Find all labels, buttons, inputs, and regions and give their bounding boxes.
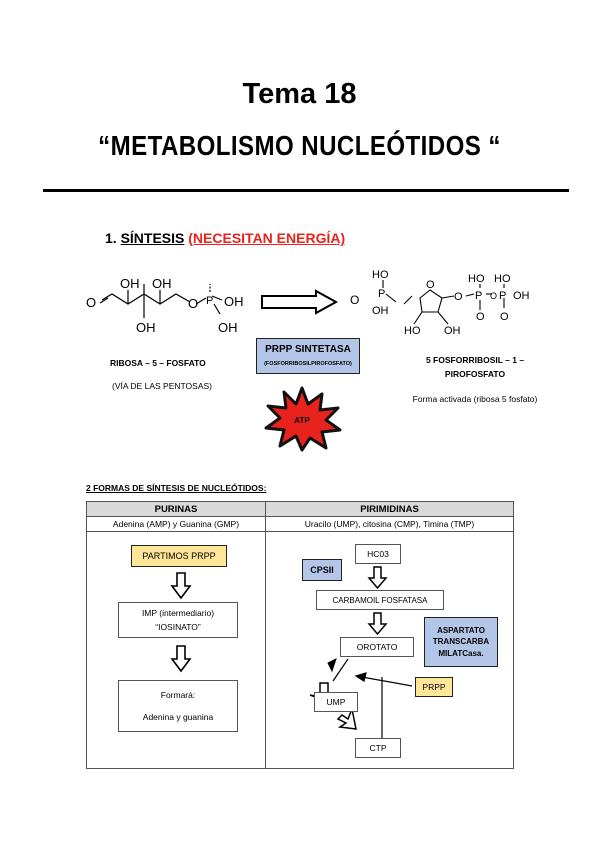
ump-box: UMP — [314, 692, 358, 712]
ribose-oh-atom-1: OH — [120, 276, 140, 291]
cpsii-box: CPSII — [302, 559, 342, 581]
prpp-o-atom-5: O — [490, 291, 497, 301]
formara-label: Formará: — [160, 690, 196, 700]
ribose-o-atom: O — [86, 295, 96, 310]
aspartato-label-1: ASPARTATO — [437, 626, 485, 636]
formara-box: Formará: Adenina y guanina — [118, 680, 238, 732]
aspartato-label-2: TRANSCARBA — [432, 637, 490, 647]
atp-starburst-icon: ATP — [264, 386, 342, 452]
ctp-box: CTP — [355, 738, 401, 758]
prpp-o-ring-atom: O — [426, 279, 435, 291]
prpp-o-atom-3: O — [476, 311, 485, 323]
section-1-note: (NECESITAN ENERGÍA) — [188, 230, 346, 246]
aspartato-label-3: MILATCasa. — [438, 648, 484, 658]
prpp-p-atom-3: P — [499, 290, 506, 302]
prpp-structure: P HO O OH O HO OH O HO P O HO P OH O O — [350, 269, 530, 337]
enzyme-name: PRPP SINTETASA — [265, 344, 351, 355]
prpp-ho-atom-1: HO — [372, 269, 389, 281]
prpp-o-atom-2: O — [454, 291, 463, 303]
carbamoil-box: CARBAMOIL FOSFATASA — [316, 590, 444, 610]
imp-box: IMP (intermediario) “IOSINATO” — [118, 602, 238, 638]
pirimidinas-subheader: Uracilo (UMP), citosina (CMP), Timina (T… — [265, 516, 514, 532]
table-header-row: PURINAS PIRIMIDINAS — [86, 501, 514, 517]
imp-label: IMP (intermediario) — [141, 608, 215, 618]
down-arrow-icon — [170, 645, 192, 673]
section-1-label: SÍNTESIS — [120, 230, 185, 246]
down-arrow-icon — [170, 572, 192, 600]
prpp-o-atom-4: O — [500, 311, 509, 323]
purinas-header: PURINAS — [86, 501, 266, 517]
ribose-oh-atom-3: OH — [136, 320, 156, 335]
down-arrow-icon — [367, 612, 388, 636]
prpp-oh-atom-1: OH — [372, 305, 389, 317]
prpp-p-atom-2: P — [475, 290, 482, 302]
ribose-oh-atom-4: OH — [224, 294, 244, 309]
ribose-oh-atom-5: OH — [218, 320, 238, 335]
purinas-subheader: Adenina (AMP) y Guanina (GMP) — [86, 516, 266, 532]
ribose-oh-atom-2: OH — [152, 276, 172, 291]
prpp-p-atom-1: P — [378, 288, 385, 300]
ribose-source: (VÍA DE LAS PENTOSAS) — [112, 381, 212, 391]
adenina-guanina-label: Adenina y guanina — [142, 712, 214, 722]
prpp-oh-atom-2: OH — [444, 325, 461, 337]
page-subtitle: “METABOLISMO NUCLEÓTIDOS “ — [98, 130, 501, 161]
prpp-o-atom-1: O — [350, 293, 359, 307]
partimos-prpp-box: PARTIMOS PRPP — [131, 545, 227, 567]
orotato-box: OROTATO — [340, 637, 414, 657]
prpp-description: Forma activada (ribosa 5 fosfato) — [412, 394, 538, 404]
prpp-input-box: PRPP — [415, 677, 453, 697]
section-1-number: 1. — [105, 230, 117, 246]
prpp-ho-atom-2: HO — [404, 325, 421, 337]
enzyme-box: PRPP SINTETASA (FOSFORRIBOSILPIROFOSFATO… — [256, 338, 360, 374]
table-subheader-row: Adenina (AMP) y Guanina (GMP) Uracilo (U… — [86, 516, 514, 532]
enzyme-full-name: (FOSFORRIBOSILPIROFOSFATO) — [264, 361, 352, 367]
ribose-name: RIBOSA – 5 – FOSFATO — [110, 358, 206, 368]
iosinato-label: “IOSINATO” — [155, 622, 201, 632]
prpp-name-line-2: PIROFOSFATO — [444, 369, 506, 379]
section-2-heading: 2 FORMAS DE SÍNTESIS DE NUCLEÓTIDOS: — [86, 483, 267, 493]
ribose-5-phosphate-structure: O OH OH OH O P OH OH — [86, 276, 244, 335]
down-arrow-icon — [367, 566, 388, 590]
prpp-ho-atom-4: HO — [494, 273, 511, 285]
prpp-ho-atom-3: HO — [468, 273, 485, 285]
atp-label: ATP — [294, 416, 310, 425]
section-1-heading: 1. SÍNTESIS (NECESITAN ENERGÍA) — [105, 230, 345, 246]
hco3-box: HC03 — [355, 544, 401, 564]
title-divider — [43, 189, 569, 192]
prpp-oh-atom-3: OH — [513, 290, 530, 302]
ribose-p-atom: P — [206, 295, 213, 307]
prpp-name-line-1: 5 FOSFORRIBOSIL – 1 – — [425, 355, 525, 365]
reaction-arrow-icon — [261, 289, 339, 315]
ribose-o-link-atom: O — [188, 296, 198, 311]
page-title: Tema 18 — [242, 78, 357, 110]
aspartato-box: ASPARTATO TRANSCARBA MILATCasa. — [424, 617, 498, 667]
pirimidinas-header: PIRIMIDINAS — [265, 501, 514, 517]
